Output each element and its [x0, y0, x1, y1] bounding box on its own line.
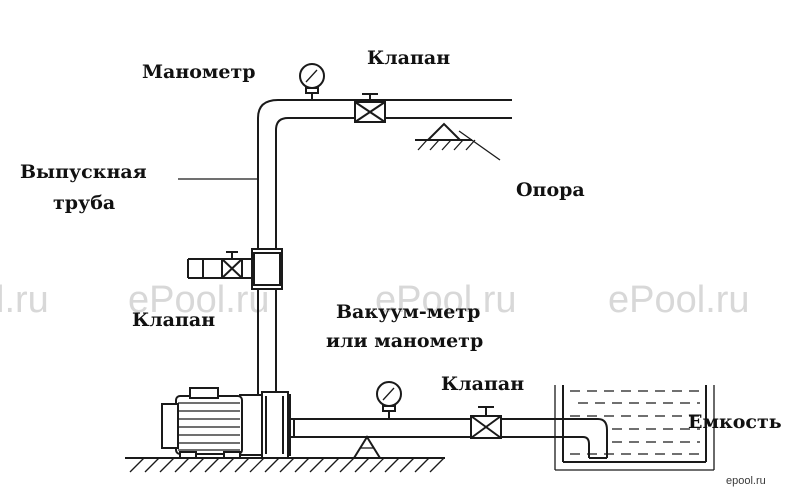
label-valve-side: Клапан — [132, 309, 215, 331]
pipe-support-large — [415, 122, 501, 161]
tank — [554, 385, 715, 471]
site-mark: epool.ru — [726, 475, 766, 487]
label-support: Опора — [516, 179, 585, 201]
label-valve-bottom: Клапан — [441, 373, 524, 395]
label-outlet-pipe: Выпускная — [20, 161, 147, 183]
label-valve-top: Клапан — [367, 47, 450, 69]
pump-motor — [161, 387, 291, 459]
manometer-gauge-icon — [299, 63, 325, 100]
valve-bottom-icon — [470, 406, 502, 439]
ground-base — [125, 457, 445, 473]
watermark-1: l.ru — [0, 279, 49, 321]
label-outlet-pipe-2: труба — [53, 192, 115, 214]
valve-side-icon — [221, 251, 243, 279]
vacuum-gauge-icon — [376, 381, 402, 419]
watermark-2: ePool.ru — [128, 279, 270, 321]
label-manometer: Манометр — [142, 61, 256, 83]
label-vacuum-gauge: Вакуум-метр — [336, 301, 480, 323]
pipe-support-small — [353, 435, 381, 459]
watermark-3: ePool.ru — [375, 279, 517, 321]
valve-top-icon — [354, 93, 386, 123]
label-vacuum-gauge-2: или манометр — [326, 330, 483, 352]
watermark-4: ePool.ru — [608, 279, 750, 321]
discharge-pipe — [251, 99, 512, 398]
suction-pipe — [290, 418, 608, 459]
label-tank: Емкость — [688, 411, 782, 433]
